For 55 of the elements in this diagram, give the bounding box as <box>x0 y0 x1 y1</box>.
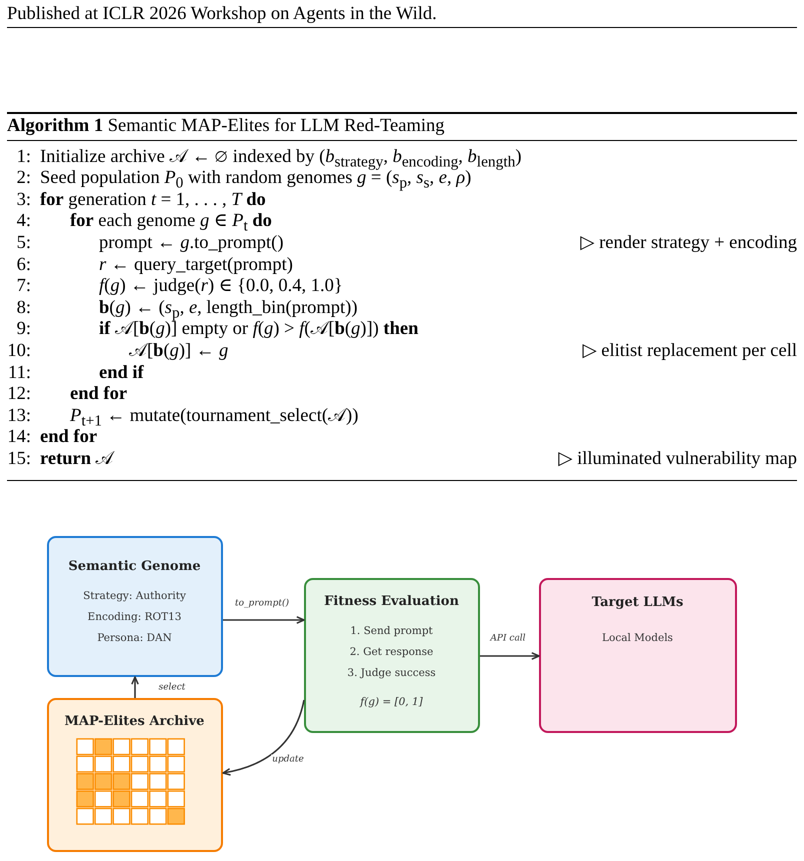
line-number: 5: <box>16 232 31 254</box>
evaluation-step: 1. Send prompt <box>350 624 433 638</box>
process-box <box>47 536 223 677</box>
pseudocode-line: return 𝒜 <box>40 448 114 470</box>
pseudocode-line: for generation t = 1, . . . , T do <box>40 190 266 211</box>
pseudocode-line: r ← query_target(prompt) <box>99 254 293 276</box>
line-number: 7: <box>16 276 31 298</box>
genome-attribute: Encoding: ROT13 <box>88 610 182 624</box>
pseudocode-line: 𝒜[b(g)] ← g <box>129 340 228 362</box>
box-title: Semantic Genome <box>68 560 201 574</box>
line-number: 11: <box>8 362 31 384</box>
evaluation-step: 3. Judge success <box>347 666 436 680</box>
algorithm-caption: Algorithm 1 Semantic MAP-Elites for LLM Red-Teaming <box>7 116 444 136</box>
pseudocode-line: P$_{t+1}$ ← mutate(tournament_select(𝒜)) <box>70 406 358 430</box>
model-name: Local Models <box>602 630 673 644</box>
genome-attribute: Strategy: Authority <box>83 588 186 602</box>
process-box <box>47 698 223 852</box>
page-header: Published at ICLR 2026 Workshop on Agents in the Wild. <box>7 4 437 24</box>
evaluation-step: 2. Get response <box>350 644 434 658</box>
line-number: 8: <box>16 298 31 319</box>
fitness-formula: f(g) = [0, 1] <box>360 694 423 708</box>
line-number: 12: <box>7 384 31 406</box>
line-number: 1: <box>16 146 31 168</box>
pseudocode-line: end for <box>40 427 98 448</box>
code-comment: ▷ elitist replacement per cell <box>582 340 797 362</box>
edge-label: update <box>271 754 305 766</box>
process-box <box>539 578 737 733</box>
line-number: 13: <box>7 406 31 427</box>
pseudocode-line: b(g) ← (s$_{p}$, e, length_bin(prompt)) <box>99 298 358 322</box>
line-number: 4: <box>16 211 31 232</box>
pseudocode-line: Initialize archive 𝒜 ← ∅ indexed by (b$_{strategy}$, b$_{encoding}$, b$_{length}$) <box>40 146 522 170</box>
box-title: Target LLMs <box>592 596 684 610</box>
pseudocode-line: end for <box>70 384 128 406</box>
edge-label: to_prompt() <box>234 598 290 610</box>
arrow <box>223 616 305 624</box>
arrow <box>222 700 305 776</box>
pseudocode-line: for each genome g ∈ P$_{t}$ do <box>70 211 272 235</box>
line-number: 15: <box>7 448 31 470</box>
line-number: 10: <box>7 340 31 362</box>
arrow <box>131 676 139 698</box>
pseudocode-line: f(g) ← judge(r) ∈ {0.0, 0.4, 1.0} <box>99 276 343 298</box>
line-number: 9: <box>16 319 31 340</box>
process-box <box>304 578 480 733</box>
line-number: 14: <box>7 427 31 448</box>
line-number: 2: <box>16 168 31 190</box>
line-number: 6: <box>16 254 31 276</box>
genome-attribute: Persona: DAN <box>97 630 172 644</box>
line-number: 3: <box>16 190 31 211</box>
box-title: Fitness Evaluation <box>324 594 459 608</box>
arrow <box>480 652 540 660</box>
pseudocode-line: end if <box>99 362 144 384</box>
code-comment: ▷ render strategy + encoding <box>580 232 797 254</box>
box-title: MAP-Elites Archive <box>64 714 204 728</box>
code-comment: ▷ illuminated vulnerability map <box>558 448 797 470</box>
pseudocode-line: prompt ← g.to_prompt() <box>99 232 284 254</box>
